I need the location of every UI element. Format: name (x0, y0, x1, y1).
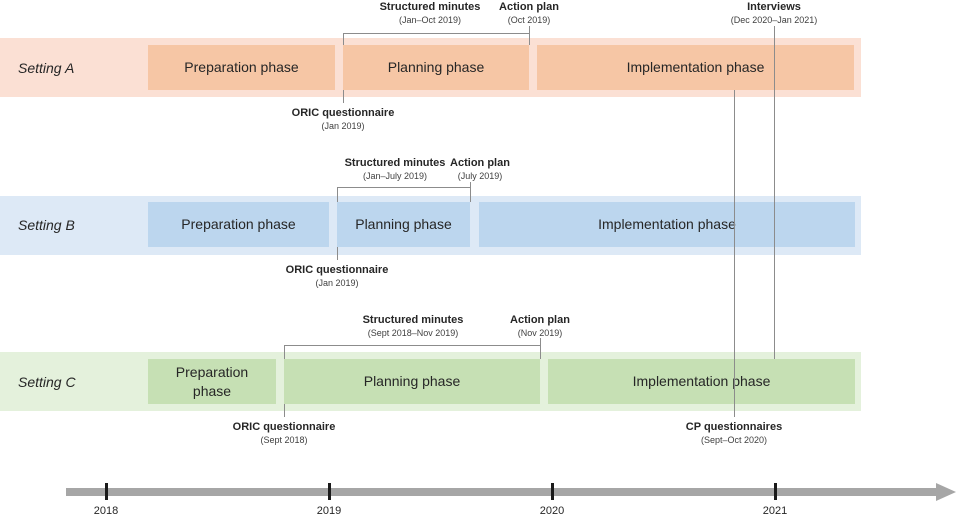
setting-b-bracket-right (470, 182, 471, 202)
setting-b-bracket-left (337, 187, 338, 202)
setting-c-minutes-bracket (284, 345, 540, 346)
setting-c-implementation-phase: Implementation phase (548, 359, 855, 404)
tick-2019 (328, 483, 331, 500)
setting-a-bracket-right (529, 26, 530, 45)
year-label-2019: 2019 (316, 505, 342, 517)
setting-c-action-plan-title: Action plan (510, 314, 570, 326)
setting-b-oric-title: ORIC questionnaire (285, 264, 389, 276)
setting-a-structured-minutes-date: (Jan–Oct 2019) (398, 15, 462, 25)
setting-b-preparation-phase: Preparation phase (148, 202, 329, 247)
setting-a-bracket-left (343, 33, 344, 45)
setting-b-structured-minutes-date: (Jan–July 2019) (362, 171, 428, 181)
setting-b-structured-minutes-title: Structured minutes (344, 157, 446, 169)
year-label-2020: 2020 (539, 505, 565, 517)
setting-c-structured-minutes-title: Structured minutes (362, 314, 464, 326)
setting-a-oric-date: (Jan 2019) (321, 121, 365, 131)
setting-a-planning-phase: Planning phase (343, 45, 529, 90)
setting-c-action-plan-date: (Nov 2019) (517, 328, 563, 338)
setting-b-oric-line (337, 247, 338, 260)
year-label-2021: 2021 (762, 505, 788, 517)
setting-b-action-plan-date: (July 2019) (457, 171, 503, 181)
tick-2021 (774, 483, 777, 500)
setting-b-minutes-bracket (337, 187, 470, 188)
setting-c-preparation-phase: Preparation phase (148, 359, 276, 404)
setting-c-oric-title: ORIC questionnaire (232, 421, 336, 433)
setting-a-action-plan-title: Action plan (499, 1, 559, 13)
interviews-title: Interviews (747, 1, 801, 13)
tick-2020 (551, 483, 554, 500)
setting-b-oric-date: (Jan 2019) (315, 278, 359, 288)
tick-2018 (105, 483, 108, 500)
setting-a-preparation-phase: Preparation phase (148, 45, 335, 90)
setting-b-planning-phase: Planning phase (337, 202, 470, 247)
cp-questionnaires-date: (Sept–Oct 2020) (700, 435, 768, 445)
setting-c-oric-date: (Sept 2018) (260, 435, 308, 445)
interviews-date: (Dec 2020–Jan 2021) (730, 15, 818, 25)
setting-a-minutes-bracket (343, 33, 529, 34)
setting-c-structured-minutes-date: (Sept 2018–Nov 2019) (367, 328, 459, 338)
setting-a-oric-line (343, 90, 344, 103)
setting-a-label: Setting A (18, 60, 75, 76)
interviews-line (774, 26, 775, 359)
year-label-2018: 2018 (93, 505, 119, 517)
cp-questionnaire-line (734, 90, 735, 417)
setting-c-bracket-right (540, 338, 541, 359)
setting-a-structured-minutes-title: Structured minutes (379, 1, 481, 13)
timeline-axis (66, 488, 938, 496)
setting-b-implementation-phase: Implementation phase (479, 202, 855, 247)
timeline-arrow-head (936, 483, 956, 501)
setting-a-action-plan-date: (Oct 2019) (507, 15, 551, 25)
setting-b-action-plan-title: Action plan (450, 157, 510, 169)
setting-c-label: Setting C (18, 374, 76, 390)
setting-c-oric-line (284, 404, 285, 417)
setting-b-label: Setting B (18, 217, 75, 233)
setting-a-oric-title: ORIC questionnaire (291, 107, 395, 119)
setting-c-planning-phase: Planning phase (284, 359, 540, 404)
cp-questionnaires-title: CP questionnaires (685, 421, 783, 433)
setting-a-implementation-phase: Implementation phase (537, 45, 854, 90)
setting-c-bracket-left (284, 345, 285, 359)
